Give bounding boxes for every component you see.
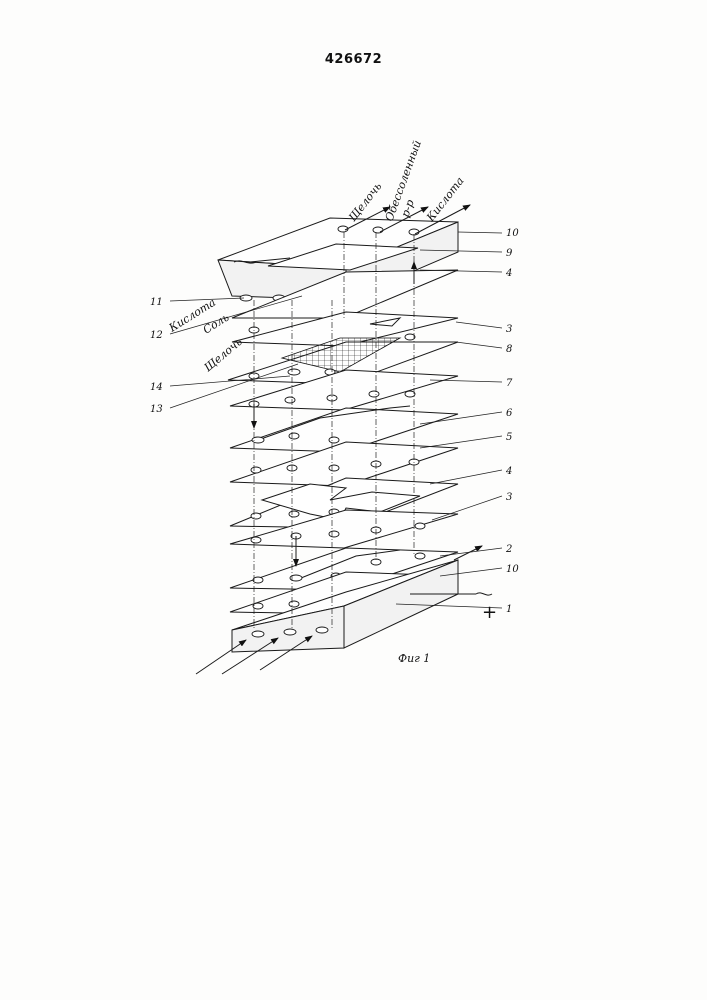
callout-6: 6 [506,408,513,419]
left-callouts: 11 12 14 13 [150,297,163,415]
wire-icon [476,593,492,595]
membrane-stack [228,270,458,614]
callout-4: 4 [505,466,512,477]
callout-3: 3 [506,492,512,503]
callout-8: 8 [506,344,512,355]
callout-13: 13 [150,404,163,415]
callout-11: 11 [150,297,163,308]
callout-1: 1 [506,604,512,615]
arrow-icon [454,546,482,560]
plus-electrode-sign: + [482,602,497,623]
callout-14: 14 [150,382,163,393]
callout-12: 12 [150,330,163,341]
callout-4-top: 4 [505,268,512,279]
label-in-alkali: Щелочь [202,335,245,374]
callout-2: 2 [505,544,512,555]
callout-7: 7 [506,378,513,389]
figure-caption: Фиг 1 [398,652,430,665]
callout-5: 5 [506,432,512,443]
arrow-icon [196,640,246,674]
callout-9: 9 [506,248,513,259]
label-out-alkali: Щелочь [346,180,384,224]
callout-10-top: 10 [506,228,519,239]
callout-3-top: 3 [506,324,512,335]
right-callouts: 10 9 4 3 8 7 6 5 4 3 2 10 1 [505,228,519,615]
callout-10-bottom: 10 [506,564,519,575]
label-out-acid: Кислота [424,175,467,225]
